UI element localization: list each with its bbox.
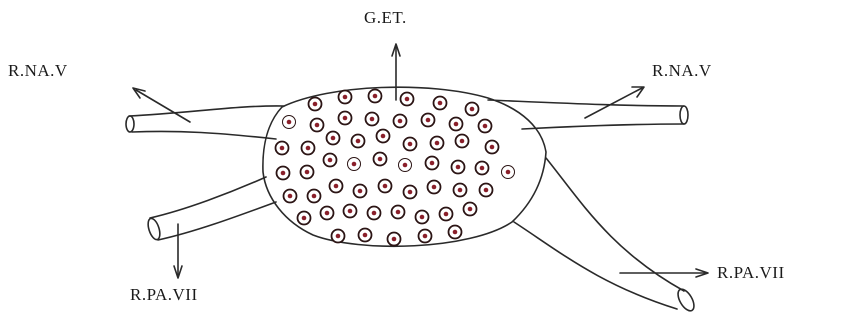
neuron-cell — [449, 226, 462, 239]
neuron-cell — [388, 233, 401, 246]
neuron-cell — [404, 186, 417, 199]
neuron-cell — [332, 230, 345, 243]
neuron-cell — [284, 190, 297, 203]
neuron-cell — [440, 208, 453, 221]
lower-left-nerve — [150, 177, 276, 240]
upper-right-nerve — [488, 100, 684, 129]
neuron-cell — [464, 203, 477, 216]
neuron-cell — [404, 138, 417, 151]
neuron-cell — [301, 166, 314, 179]
neuron-cell — [359, 229, 372, 242]
upper-right-nerve-end — [680, 106, 688, 124]
lower-right-nerve-end — [675, 287, 697, 314]
neuron-cell — [450, 118, 463, 131]
neuron-cell — [374, 153, 387, 166]
neuron-cell — [392, 206, 405, 219]
neuron-cell — [377, 130, 390, 143]
neuron-cell — [276, 142, 289, 155]
neuron-cell — [354, 185, 367, 198]
label-r-na-v-left: R.NA.V — [8, 61, 68, 81]
neuron-cell — [426, 157, 439, 170]
arrow-nav-right — [585, 88, 642, 118]
neuron-cell — [324, 154, 337, 167]
neuron-cell — [308, 190, 321, 203]
neuron-cell — [454, 184, 467, 197]
neuron-cell — [428, 181, 441, 194]
neuron-cell — [309, 98, 322, 111]
neuron-cell — [480, 184, 493, 197]
neuron-cell — [302, 142, 315, 155]
neuron-cell — [327, 132, 340, 145]
neuron-cell — [330, 180, 343, 193]
neuron-cell — [339, 91, 352, 104]
arrow-nav-left — [136, 90, 190, 122]
neuron-cell — [298, 212, 311, 225]
neuron-cell — [422, 114, 435, 127]
neuron-cell — [479, 120, 492, 133]
neuron-cell — [369, 90, 382, 103]
neuron-cell — [452, 161, 465, 174]
label-r-na-v-right: R.NA.V — [652, 61, 712, 81]
upper-left-nerve-end — [126, 116, 134, 132]
neuron-cell — [311, 119, 324, 132]
label-g-et: G.ET. — [364, 8, 407, 28]
neuron-cell — [344, 205, 357, 218]
lower-left-nerve-end — [146, 217, 162, 241]
arrows — [133, 44, 708, 278]
neuron-cell — [431, 137, 444, 150]
neuron-cell — [394, 115, 407, 128]
label-r-pa-vii-right: R.PA.VII — [717, 263, 785, 283]
neuron-cell — [399, 159, 412, 172]
neuron-cell — [502, 166, 515, 179]
neuron-cell — [379, 180, 392, 193]
neuron-cell — [466, 103, 479, 116]
neuron-cell — [476, 162, 489, 175]
neuron-cell — [434, 97, 447, 110]
neuron-cell — [348, 158, 361, 171]
neuron-cell — [456, 135, 469, 148]
neuron-cells — [276, 90, 515, 246]
neuron-cell — [368, 207, 381, 220]
neuron-cell — [352, 135, 365, 148]
neuron-cell — [321, 207, 334, 220]
upper-left-nerve — [129, 106, 284, 139]
neuron-cell — [366, 113, 379, 126]
neuron-cell — [401, 93, 414, 106]
label-r-pa-vii-left: R.PA.VII — [130, 285, 198, 305]
neuron-cell — [486, 141, 499, 154]
neuron-cell — [339, 112, 352, 125]
neuron-cell — [283, 116, 296, 129]
neuron-cell — [419, 230, 432, 243]
neuron-cell — [416, 211, 429, 224]
neuron-cell — [277, 167, 290, 180]
